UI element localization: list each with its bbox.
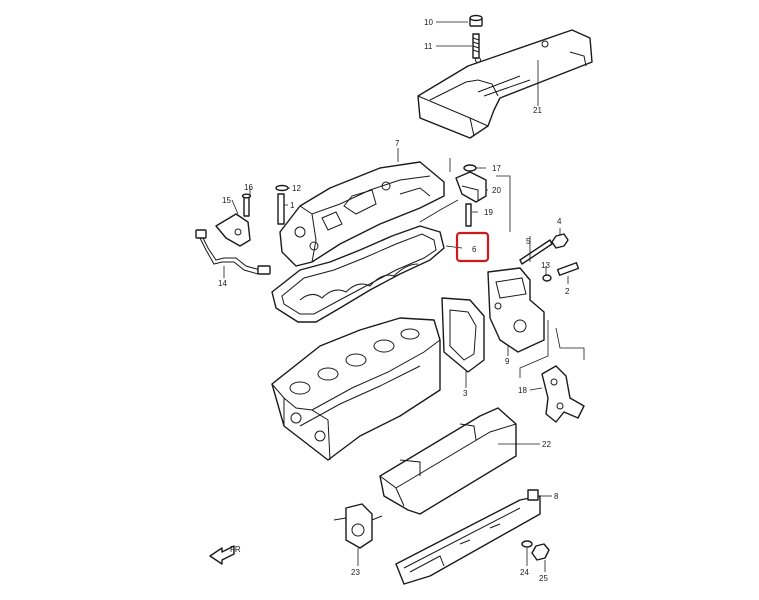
part-12-washer — [275, 184, 289, 192]
callout-3[interactable]: 3 — [463, 389, 468, 398]
callout-25[interactable]: 25 — [539, 574, 548, 583]
callout-12[interactable]: 12 — [292, 184, 301, 193]
part-20-clamp — [455, 171, 487, 203]
part-4-nut — [551, 233, 569, 249]
part-24-washer — [521, 540, 533, 548]
callout-2[interactable]: 2 — [565, 287, 570, 296]
callout-7[interactable]: 7 — [395, 139, 400, 148]
callout-1[interactable]: 1 — [290, 201, 295, 210]
callout-5[interactable]: 5 — [526, 237, 531, 246]
callout-15[interactable]: 15 — [222, 196, 231, 205]
callout-24[interactable]: 24 — [520, 568, 529, 577]
part-17-nut — [463, 164, 477, 172]
part-22-engine-under-cover — [379, 407, 517, 515]
front-direction-marker: FR — [209, 545, 241, 565]
callout-14[interactable]: 14 — [218, 279, 227, 288]
callout-23[interactable]: 23 — [351, 568, 360, 577]
part-7-cylinder-head-cover — [279, 161, 445, 267]
callout-21[interactable]: 21 — [533, 106, 542, 115]
leader-lines — [223, 21, 585, 572]
part-15-sensor-bracket — [215, 213, 251, 247]
cylinder-head — [271, 317, 441, 461]
part-13-washer — [542, 274, 552, 282]
part-10-nut — [469, 14, 483, 27]
part-5-stud-bolt — [519, 239, 553, 265]
callout-11[interactable]: 11 — [424, 42, 433, 51]
part-8-heat-shield — [395, 489, 541, 585]
callout-4[interactable]: 4 — [557, 217, 562, 226]
part-14-wiring-harness — [195, 229, 271, 275]
callout-17[interactable]: 17 — [492, 164, 501, 173]
part-11-stud — [472, 33, 480, 59]
part-3-gasket-plate — [441, 297, 485, 373]
callout-19[interactable]: 19 — [484, 208, 493, 217]
callout-20[interactable]: 20 — [492, 186, 501, 195]
front-direction-label: FR — [230, 545, 241, 554]
callout-18[interactable]: 18 — [518, 386, 527, 395]
callout-labels: 10 11 21 7 17 20 19 16 15 12 1 14 6 5 4 … — [218, 18, 570, 583]
callout-13[interactable]: 13 — [541, 261, 550, 270]
callout-9[interactable]: 9 — [505, 357, 510, 366]
part-18-sensor-bracket — [541, 365, 585, 423]
callout-8[interactable]: 8 — [554, 492, 559, 501]
part-6-head-cover-gasket — [271, 225, 445, 323]
front-arrow-icon — [209, 545, 235, 565]
part-1-bolt — [277, 193, 285, 225]
part-19-stud — [465, 203, 472, 227]
part-9-bracket — [487, 267, 545, 353]
part-2-bolt — [556, 262, 580, 276]
callout-16[interactable]: 16 — [244, 183, 253, 192]
part-21-engine-cover — [417, 29, 593, 139]
highlight-box-part-6 — [455, 231, 490, 263]
part-23-clamp — [333, 503, 383, 549]
callout-6[interactable]: 6 — [472, 245, 477, 254]
part-25-nut — [531, 543, 550, 561]
part-16-bolt — [241, 193, 252, 217]
callout-22[interactable]: 22 — [542, 440, 551, 449]
callout-10[interactable]: 10 — [424, 18, 433, 27]
